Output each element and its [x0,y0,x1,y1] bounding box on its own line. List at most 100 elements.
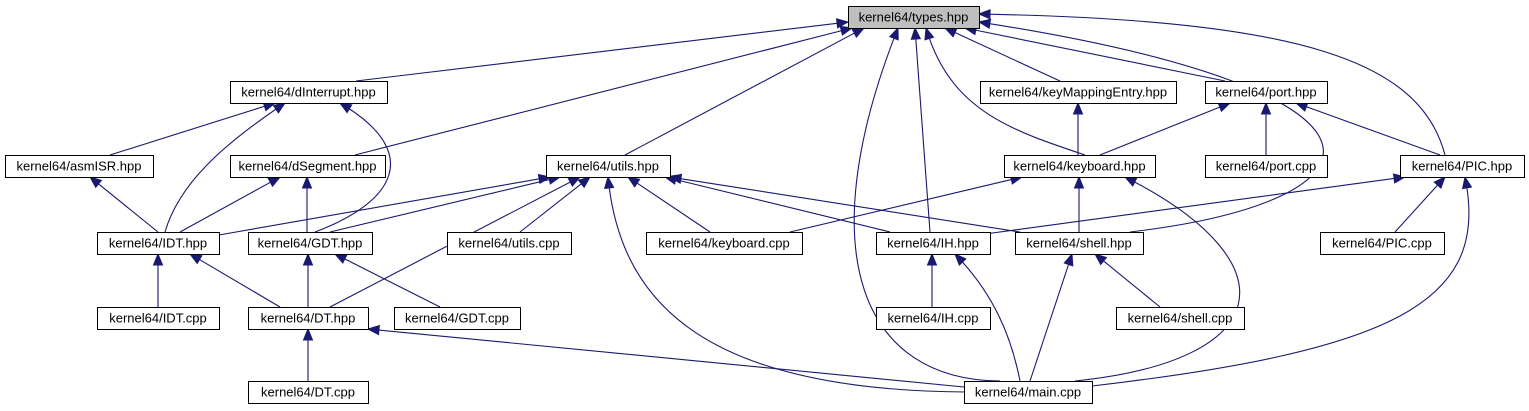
node-box[interactable] [97,307,220,330]
edge-line [189,253,281,308]
node-label: kernel64/IDT.hpp [109,236,207,251]
node-box[interactable] [646,232,803,255]
node-keyMappingEntry-hpp[interactable]: kernel64/keyMappingEntry.hpp [980,81,1177,104]
node-label: kernel64/shell.hpp [1026,236,1132,251]
edge-IH_hpp-to-types_hpp [910,26,931,233]
node-label: kernel64/asmISR.hpp [16,159,141,174]
node-asmISR-hpp[interactable]: kernel64/asmISR.hpp [5,155,154,178]
node-label: kernel64/DT.cpp [261,385,355,400]
edge-arrowhead [910,26,922,40]
node-box[interactable] [1205,81,1328,104]
node-IDT-hpp[interactable]: kernel64/IDT.hpp [97,232,220,255]
edge-arrowhead [1073,175,1085,189]
edge-keyboard_hpp-to-types_hpp [924,26,1086,156]
node-dSegment-hpp[interactable]: kernel64/dSegment.hpp [230,155,386,178]
nodes-layer: kernel64/types.hpp kernel64/dInterrupt.hp… [5,6,1525,404]
edge-arrowhead [152,252,164,266]
node-box[interactable] [1320,232,1445,255]
edge-line [1074,176,1241,382]
node-box[interactable] [248,381,369,404]
node-label: kernel64/DT.hpp [261,311,356,326]
node-utils-cpp[interactable]: kernel64/utils.cpp [447,232,572,255]
node-PIC-hpp[interactable]: kernel64/PIC.hpp [1400,155,1525,178]
edge-arrowhead [926,252,938,266]
edges-layer [88,8,1473,393]
node-DT-hpp[interactable]: kernel64/DT.hpp [248,307,369,330]
edge-arrowhead [604,175,615,189]
edge-arrowhead [851,27,866,39]
node-box[interactable] [447,232,572,255]
node-box[interactable] [5,155,154,178]
edge-GDT_hpp-to-utils_hpp [329,174,562,233]
edge-line [984,176,1406,235]
node-box[interactable] [230,155,386,178]
edge-arrowhead [1072,101,1084,115]
edge-IDT_hpp-to-dInterrupt_hpp [164,102,287,233]
edge-line [978,21,1324,233]
edge-line [944,27,1061,82]
node-box[interactable] [394,307,521,330]
node-box[interactable] [230,81,388,104]
node-box[interactable] [1400,155,1525,178]
node-box[interactable] [1116,307,1245,330]
edge-IDT_cpp-to-IDT_hpp [152,252,164,307]
edge-arrowhead [1093,253,1108,266]
edge-arrowhead [1063,252,1074,267]
node-port-cpp[interactable]: kernel64/port.cpp [1205,155,1328,178]
edge-PIC_hpp-to-types_hpp [977,8,1446,156]
node-port-hpp[interactable]: kernel64/port.hpp [1205,81,1328,104]
node-keyboard-cpp[interactable]: kernel64/keyboard.cpp [646,232,803,255]
node-box[interactable] [876,307,991,330]
edge-arrowhead [924,26,935,41]
node-IH-cpp[interactable]: kernel64/IH.cpp [876,307,991,330]
edge-DT_cpp-to-DT_hpp [302,327,314,381]
node-box[interactable] [97,232,220,255]
node-shell-cpp[interactable]: kernel64/shell.cpp [1116,307,1245,330]
node-shell-hpp[interactable]: kernel64/shell.hpp [1015,232,1144,255]
edge-dInterrupt_hpp-to-types_hpp [355,18,850,82]
node-types-hpp[interactable]: kernel64/types.hpp [848,6,980,29]
node-label: kernel64/port.hpp [1215,85,1316,100]
edge-DT_hpp-to-IDT_hpp [188,253,281,308]
edge-PIC_cpp-to-PIC_hpp [1394,176,1446,233]
node-box[interactable] [1205,155,1328,178]
edge-IH_hpp-to-PIC_hpp [984,173,1407,235]
node-IDT-cpp[interactable]: kernel64/IDT.cpp [97,307,220,330]
node-DT-cpp[interactable]: kernel64/DT.cpp [248,381,369,404]
node-PIC-cpp[interactable]: kernel64/PIC.cpp [1320,232,1445,255]
edge-arrowhead [1461,175,1473,190]
edge-shell_cpp-to-shell_hpp [1093,253,1161,308]
edge-asmISR_hpp-to-dInterrupt_hpp [109,101,277,156]
edge-line [164,102,286,233]
node-box[interactable] [546,155,671,178]
edge-arrowhead [977,8,991,20]
edge-line [334,253,441,308]
node-utils-hpp[interactable]: kernel64/utils.hpp [546,155,671,178]
node-dInterrupt-hpp[interactable]: kernel64/dInterrupt.hpp [230,81,388,104]
node-box[interactable] [848,6,980,29]
node-label: kernel64/keyboard.cpp [658,236,790,251]
edge-line [664,176,891,233]
node-box[interactable] [980,81,1177,104]
edge-line [925,27,1086,156]
edge-line [367,328,965,388]
node-box[interactable] [1004,155,1156,178]
edge-line [964,27,1226,82]
node-IH-hpp[interactable]: kernel64/IH.hpp [876,232,991,255]
edge-arrowhead [567,176,582,187]
node-box[interactable] [876,232,991,255]
edge-line [314,102,392,233]
node-box[interactable] [248,232,373,255]
node-keyboard-hpp[interactable]: kernel64/keyboard.hpp [1004,155,1156,178]
node-GDT-cpp[interactable]: kernel64/GDT.cpp [394,307,521,330]
node-GDT-hpp[interactable]: kernel64/GDT.hpp [248,232,373,255]
node-main-cpp[interactable]: kernel64/main.cpp [964,381,1093,404]
edge-arrowhead [668,173,683,184]
node-box[interactable] [964,381,1093,404]
edge-line [218,176,551,236]
node-label: kernel64/GDT.hpp [258,236,363,251]
edge-port_cpp-to-port_hpp [1260,101,1272,155]
edge-line [1091,176,1470,387]
node-box[interactable] [1015,232,1144,255]
node-box[interactable] [248,307,369,330]
